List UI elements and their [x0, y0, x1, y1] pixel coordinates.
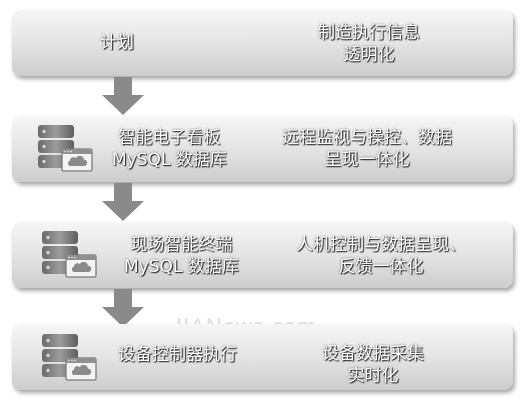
level-2-left-line-1: 智能电子看板 [118, 128, 221, 148]
level-3-right-line-2: 反馈一体化 [338, 257, 424, 277]
level-4-right-label: 设备数据采集 实时化 [322, 343, 424, 387]
level-4-left-line-1: 设备控制器执行 [118, 345, 237, 365]
level-2-right-line-1: 远程监视与操控、数据 [282, 128, 452, 148]
level-2-left-line-2: MySQL 数据库 [112, 150, 227, 170]
level-1-left-line-1: 计划 [100, 33, 134, 53]
level-3-left-line-1: 现场智能终端 [130, 235, 233, 255]
down-arrow-icon [102, 183, 144, 221]
down-arrow-icon [102, 77, 144, 115]
level-2-right-line-2: 呈现一体化 [324, 150, 410, 170]
level-1-right-label: 制造执行信息 透明化 [318, 22, 420, 66]
database-icon [40, 227, 98, 281]
level-4-right-line-2: 实时化 [347, 366, 399, 386]
database-icon [36, 121, 94, 175]
level-1-right-line-2: 透明化 [343, 45, 395, 65]
level-4-left-label: 设备控制器执行 [118, 344, 237, 366]
level-1-right-line-1: 制造执行信息 [318, 23, 420, 43]
level-box-plan [12, 10, 513, 76]
level-3-left-label: 现场智能终端 MySQL 数据库 [124, 234, 239, 278]
database-icon [40, 330, 98, 384]
level-1-left-label: 计划 [100, 32, 134, 54]
level-2-right-label: 远程监视与操控、数据 呈现一体化 [282, 127, 452, 171]
down-arrow-icon [102, 289, 144, 327]
level-4-right-line-1: 设备数据采集 [322, 344, 424, 364]
level-box-smart-board [12, 116, 513, 182]
level-3-right-label: 人机控制与数据呈现、 反馈一体化 [296, 234, 466, 278]
level-3-right-line-1: 人机控制与数据呈现、 [296, 235, 466, 255]
level-2-left-label: 智能电子看板 MySQL 数据库 [112, 127, 227, 171]
level-3-left-line-2: MySQL 数据库 [124, 257, 239, 277]
